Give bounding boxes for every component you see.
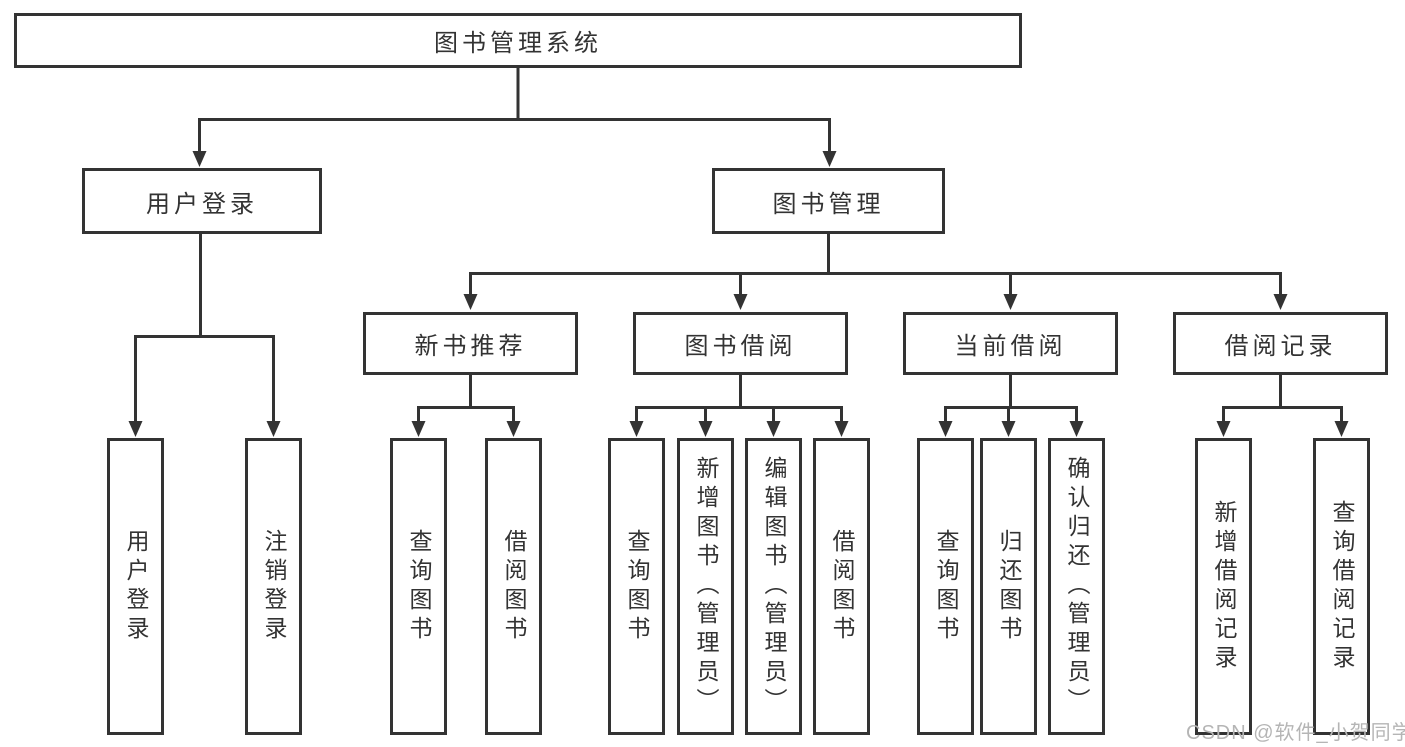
leaf-edit-books-admin: 编辑图书（管理员）	[745, 438, 802, 735]
leaf-logout: 注销登录	[245, 438, 302, 735]
leaf-query-books-recommend: 查询图书	[390, 438, 447, 735]
leaf-borrow-books-recommend-label: 借阅图书	[501, 528, 527, 645]
connector-new-book-to-leaves	[411, 375, 521, 437]
node-current-borrow: 当前借阅	[903, 312, 1118, 375]
leaf-logout-label: 注销登录	[261, 528, 287, 645]
leaf-borrow-books-recommend: 借阅图书	[485, 438, 542, 735]
leaf-query-books-borrow-label: 查询图书	[624, 528, 650, 645]
leaf-add-books-admin: 新增图书（管理员）	[677, 438, 734, 735]
leaf-edit-books-admin-label: 编辑图书（管理员）	[761, 456, 787, 717]
connector-user-login-to-leaves	[128, 233, 281, 437]
leaf-confirm-return-admin: 确认归还（管理员）	[1048, 438, 1105, 735]
connector-current-borrow-to-leaves	[938, 375, 1084, 437]
leaf-user-login-label: 用户登录	[123, 528, 149, 645]
leaf-borrow-books: 借阅图书	[813, 438, 870, 735]
node-book-management-label: 图书管理	[772, 190, 885, 218]
node-borrow-records-label: 借阅记录	[1224, 333, 1337, 360]
node-book-borrow: 图书借阅	[633, 312, 848, 375]
leaf-add-books-admin-label: 新增图书（管理员）	[693, 456, 719, 717]
connector-book-borrow-to-leaves	[629, 375, 849, 437]
leaf-borrow-books-label: 借阅图书	[829, 528, 855, 645]
leaf-user-login: 用户登录	[107, 438, 164, 735]
node-root: 图书管理系统	[14, 13, 1022, 68]
node-borrow-records: 借阅记录	[1173, 312, 1388, 375]
leaf-add-borrow-record: 新增借阅记录	[1195, 438, 1252, 735]
node-user-login-label: 用户登录	[146, 190, 258, 218]
node-current-borrow-label: 当前借阅	[954, 333, 1067, 360]
node-new-book-recommend: 新书推荐	[363, 312, 578, 375]
leaf-query-books-recommend-label: 查询图书	[406, 528, 432, 645]
leaf-confirm-return-admin-label: 确认归还（管理员）	[1064, 456, 1090, 717]
leaf-query-books-current: 查询图书	[917, 438, 974, 735]
node-user-login: 用户登录	[82, 168, 322, 234]
node-book-borrow-label: 图书借阅	[684, 333, 797, 360]
connector-borrow-records-to-leaves	[1216, 375, 1349, 437]
leaf-return-books-label: 归还图书	[996, 528, 1022, 645]
connector-root-to-level1	[192, 66, 837, 167]
leaf-return-books: 归还图书	[980, 438, 1037, 735]
leaf-query-books-current-label: 查询图书	[933, 528, 959, 645]
watermark: CSDN @软件_小贺同学	[1186, 722, 1405, 744]
node-new-book-recommend-label: 新书推荐	[414, 333, 527, 360]
node-root-label: 图书管理系统	[434, 30, 602, 57]
leaf-query-borrow-record-label: 查询借阅记录	[1329, 499, 1355, 674]
node-book-management: 图书管理	[712, 168, 945, 234]
leaf-add-borrow-record-label: 新增借阅记录	[1211, 499, 1237, 674]
connector-book-mgmt-to-sections	[463, 233, 1288, 310]
leaf-query-books-borrow: 查询图书	[608, 438, 665, 735]
leaf-query-borrow-record: 查询借阅记录	[1313, 438, 1370, 735]
